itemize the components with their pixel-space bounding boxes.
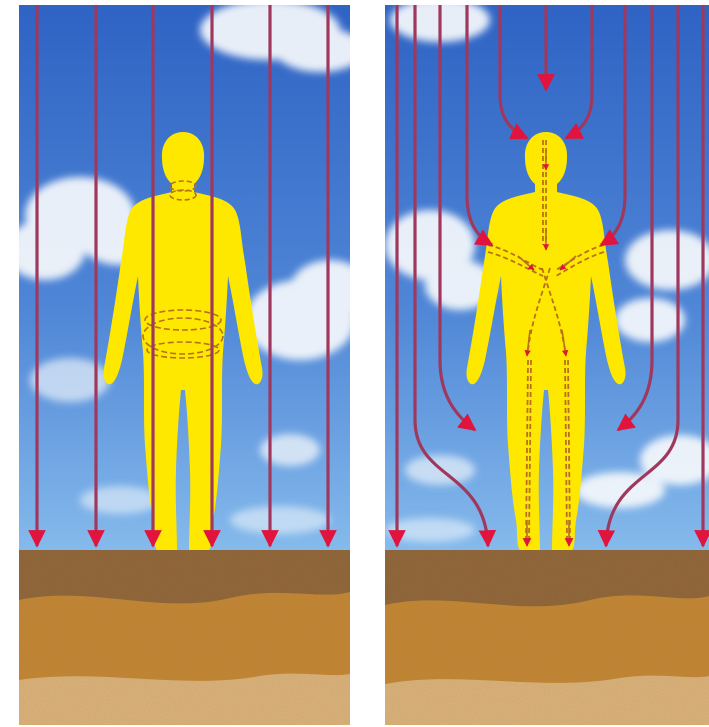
left-ground — [19, 550, 350, 727]
left-panel — [5, 0, 370, 727]
right-ground — [385, 550, 709, 727]
right-panel — [385, 0, 709, 727]
